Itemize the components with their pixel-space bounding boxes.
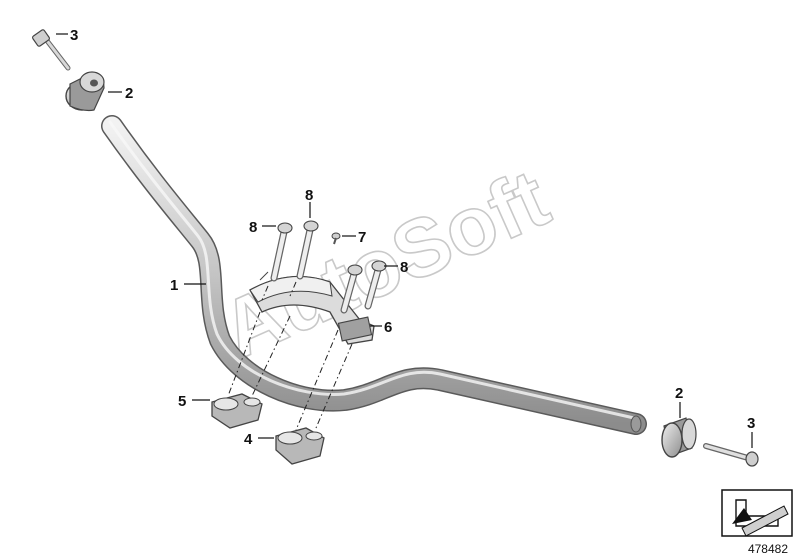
- bar-end-weight-left: [65, 71, 105, 112]
- callout-3-top: 3: [70, 27, 78, 44]
- bar-end-weight-right: [661, 417, 697, 458]
- callout-2-top: 2: [125, 85, 133, 102]
- callout-8-right: 8: [400, 259, 408, 276]
- callout-4: 4: [244, 431, 253, 448]
- bolt-left: [32, 29, 71, 71]
- callout-7: 7: [358, 229, 366, 246]
- callout-1: 1: [170, 277, 178, 294]
- bolt-right: [703, 443, 759, 467]
- small-screw: [331, 232, 341, 245]
- callout-3-right: 3: [747, 415, 755, 432]
- riser-5: [211, 393, 263, 429]
- riser-4: [275, 427, 325, 465]
- leader-lines: [56, 33, 753, 448]
- clamp-bolt-2: [296, 220, 319, 280]
- callout-2-right: 2: [675, 385, 683, 402]
- clamp-bolt-1: [270, 222, 293, 282]
- callout-8-top: 8: [305, 187, 313, 204]
- assembly-lines: [227, 281, 353, 431]
- clamp-bolt-4: [364, 260, 387, 310]
- direction-symbol: [721, 489, 793, 537]
- clamp-bolt-3: [340, 264, 363, 314]
- handlebar: [101, 115, 647, 435]
- upper-clamp: [249, 271, 375, 345]
- reference-number: 478482: [747, 542, 788, 556]
- callout-labels: 3 2 1 8 8 7 8 6 5 4 2 3: [70, 27, 755, 448]
- callout-6: 6: [384, 319, 392, 336]
- callout-5: 5: [178, 393, 186, 410]
- callout-8-left: 8: [249, 219, 257, 236]
